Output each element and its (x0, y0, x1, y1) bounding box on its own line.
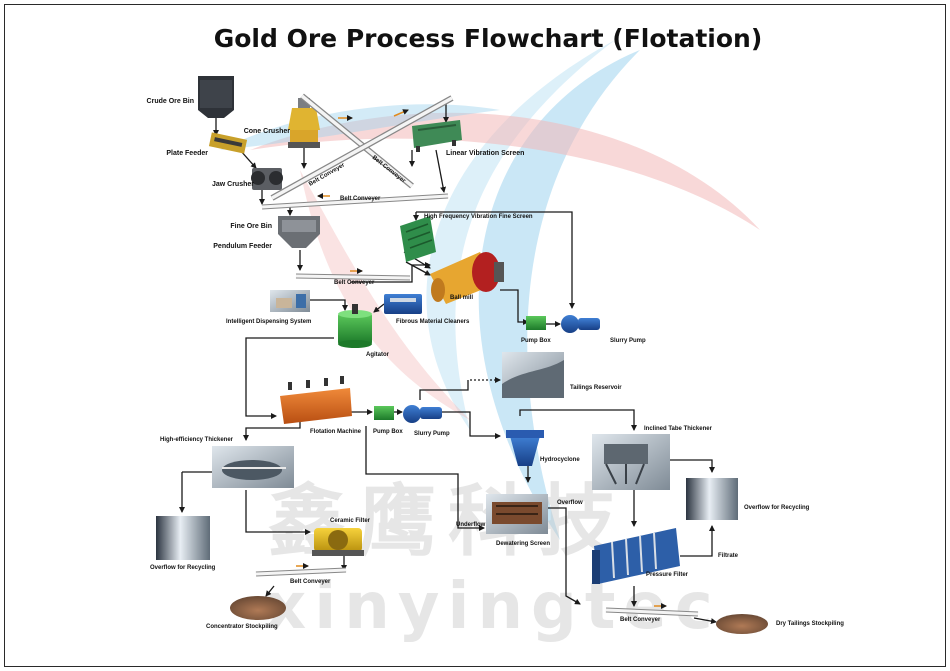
label-pendulum-feeder: Pendulum Feeder (213, 243, 272, 250)
belt-conveyor-top (261, 193, 449, 210)
page-title: Gold Ore Process Flowchart (Flotation) (214, 24, 763, 53)
label-inclined-thickener: Inclined Tabe Thickener (644, 426, 713, 432)
pump-box-1-icon (526, 316, 546, 330)
label-high-efficiency-thickener: High-efficiency Thickener (160, 437, 234, 443)
flow-lines (179, 104, 717, 625)
label-belt-conveyor-diag2: Belt Conveyer (371, 155, 407, 185)
pressure-filter-icon (592, 528, 680, 584)
label-flotation-machine: Flotation Machine (310, 429, 362, 435)
hydrocyclone-icon (506, 430, 544, 466)
label-cone-crusher: Cone Crusher (244, 128, 291, 135)
label-fibrous-cleaners: Fibrous Material Cleaners (396, 319, 470, 325)
label-overflow-mid: Overflow (557, 500, 583, 506)
intelligent-dispensing-icon (270, 290, 310, 312)
label-belt-conveyor-right: Belt Conveyer (620, 617, 661, 623)
linear-vibration-screen-icon (412, 120, 462, 152)
label-hydrocyclone: Hydrocyclone (540, 457, 580, 463)
high-frequency-screen-icon (400, 216, 436, 262)
label-intelligent-dispensing: Intelligent Dispensing System (226, 319, 311, 325)
label-agitator: Agitator (366, 352, 390, 358)
belt-conveyor-diagonal-1 (300, 93, 414, 189)
dewatering-screen-icon (486, 494, 548, 534)
label-pump-box-1: Pump Box (521, 338, 551, 344)
agitator-icon (338, 304, 372, 348)
pump-box-2-icon (374, 406, 394, 420)
belt-conveyor-right (605, 603, 699, 617)
label-belt-conveyor-left: Belt Conveyer (290, 579, 331, 585)
jaw-crusher-icon (251, 168, 283, 190)
plate-feeder-icon (208, 132, 248, 154)
label-high-frequency-screen: High Frequency Vibration Fine Screen (424, 214, 533, 220)
label-tailings-reservoir: Tailings Reservoir (570, 385, 622, 391)
belt-conveyor-diagonal-2 (270, 95, 454, 201)
label-concentrator-stockpiling: Concentrator Stockpiling (206, 624, 278, 630)
concentrator-stockpile-icon (230, 596, 286, 620)
overflow-recycling-right-icon (686, 478, 738, 520)
label-linear-vibration-screen: Linear Vibration Screen (446, 150, 524, 157)
ceramic-filter-icon (312, 528, 364, 556)
watermark-latin: xinyingtec (265, 570, 721, 644)
label-fine-ore-bin: Fine Ore Bin (230, 223, 272, 230)
dry-tailings-stockpile-icon (716, 614, 768, 634)
crude-ore-bin-icon (198, 76, 234, 118)
overflow-recycling-left-icon (156, 516, 210, 560)
label-crude-ore-bin: Crude Ore Bin (147, 98, 194, 105)
fine-ore-bin-icon (278, 216, 320, 248)
label-underflow: Underflow (456, 522, 486, 528)
fibrous-cleaners-icon (384, 294, 422, 314)
slurry-pump-2-icon (403, 405, 442, 423)
label-belt-conveyor-mid: Belt Conveyer (334, 280, 375, 286)
belt-conveyor-mid (295, 268, 411, 281)
label-belt-conveyor-top: Belt Conveyer (340, 196, 381, 202)
belt-conveyor-left (255, 563, 347, 577)
slurry-pump-1-icon (561, 315, 600, 333)
cone-crusher-icon (288, 98, 320, 148)
label-dry-tailings-stockpiling: Dry Tailings Stockpiling (776, 621, 844, 627)
label-dewatering-screen: Dewatering Screen (496, 541, 550, 547)
page-frame (4, 4, 946, 667)
label-pump-box-2: Pump Box (373, 429, 403, 435)
label-ceramic-filter: Ceramic Filter (330, 518, 371, 524)
label-plate-feeder: Plate Feeder (166, 150, 208, 157)
label-filtrate: Filtrate (718, 553, 739, 559)
label-jaw-crusher: Jaw Crusher (212, 181, 254, 188)
label-overflow-recycling-right: Overflow for Recycling (744, 505, 810, 511)
flotation-machine-icon (280, 376, 352, 424)
label-ball-mill: Ball mill (450, 295, 473, 301)
ball-mill-icon (430, 252, 504, 304)
label-slurry-pump-2: Slurry Pump (414, 431, 450, 437)
inclined-thickener-icon (592, 434, 670, 490)
label-pressure-filter: Pressure Filter (646, 572, 689, 578)
high-efficiency-thickener-icon (212, 446, 294, 488)
tailings-reservoir-icon (502, 352, 564, 398)
label-overflow-recycling-left: Overflow for Recycling (150, 565, 216, 571)
label-slurry-pump-1: Slurry Pump (610, 338, 646, 344)
